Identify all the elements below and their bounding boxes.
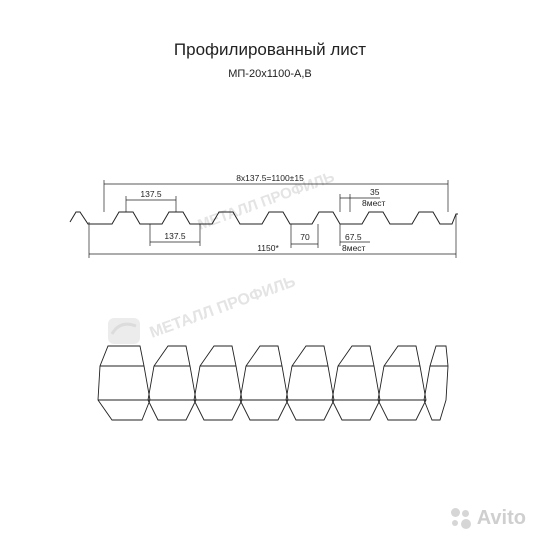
watermark-secondary: МЕТАЛЛ ПРОФИЛЬ xyxy=(148,273,298,342)
avito-wordmark: Avito xyxy=(476,507,526,529)
dimension-pitch-top-label: 137.5 xyxy=(140,189,162,199)
dimension-pitch-bottom xyxy=(149,224,201,246)
drawing-title: Профилированный лист xyxy=(173,40,367,59)
dimension-pitch-bottom-label: 137.5 xyxy=(164,231,186,241)
dimension-overall xyxy=(88,214,457,258)
dimension-rib-top xyxy=(339,194,380,212)
sheet-isometric-view xyxy=(97,345,449,421)
dimension-valley xyxy=(339,224,370,246)
dimension-rib-top-count: 8мест xyxy=(362,198,386,208)
avito-watermark: Avito xyxy=(450,507,526,530)
dimension-rib-bottom-label: 70 xyxy=(300,232,310,242)
dimension-valley-label: 67.5 xyxy=(345,232,362,242)
dimension-rib-top-label: 35 xyxy=(370,187,380,197)
dimension-total-width xyxy=(103,180,449,212)
profile-section xyxy=(69,211,458,225)
avito-logo-icon xyxy=(450,507,473,530)
dimension-total-width-label: 8х137.5=1100±15 xyxy=(236,173,304,183)
dimension-pitch-top xyxy=(125,196,177,212)
dimension-overall-label: 1150* xyxy=(257,243,279,253)
watermark-logo-icon xyxy=(108,318,140,344)
dimension-valley-count: 8мест xyxy=(342,243,366,253)
drawing-subtitle: МП-20х1100-А,В xyxy=(228,68,312,80)
dimension-rib-bottom xyxy=(290,224,319,248)
